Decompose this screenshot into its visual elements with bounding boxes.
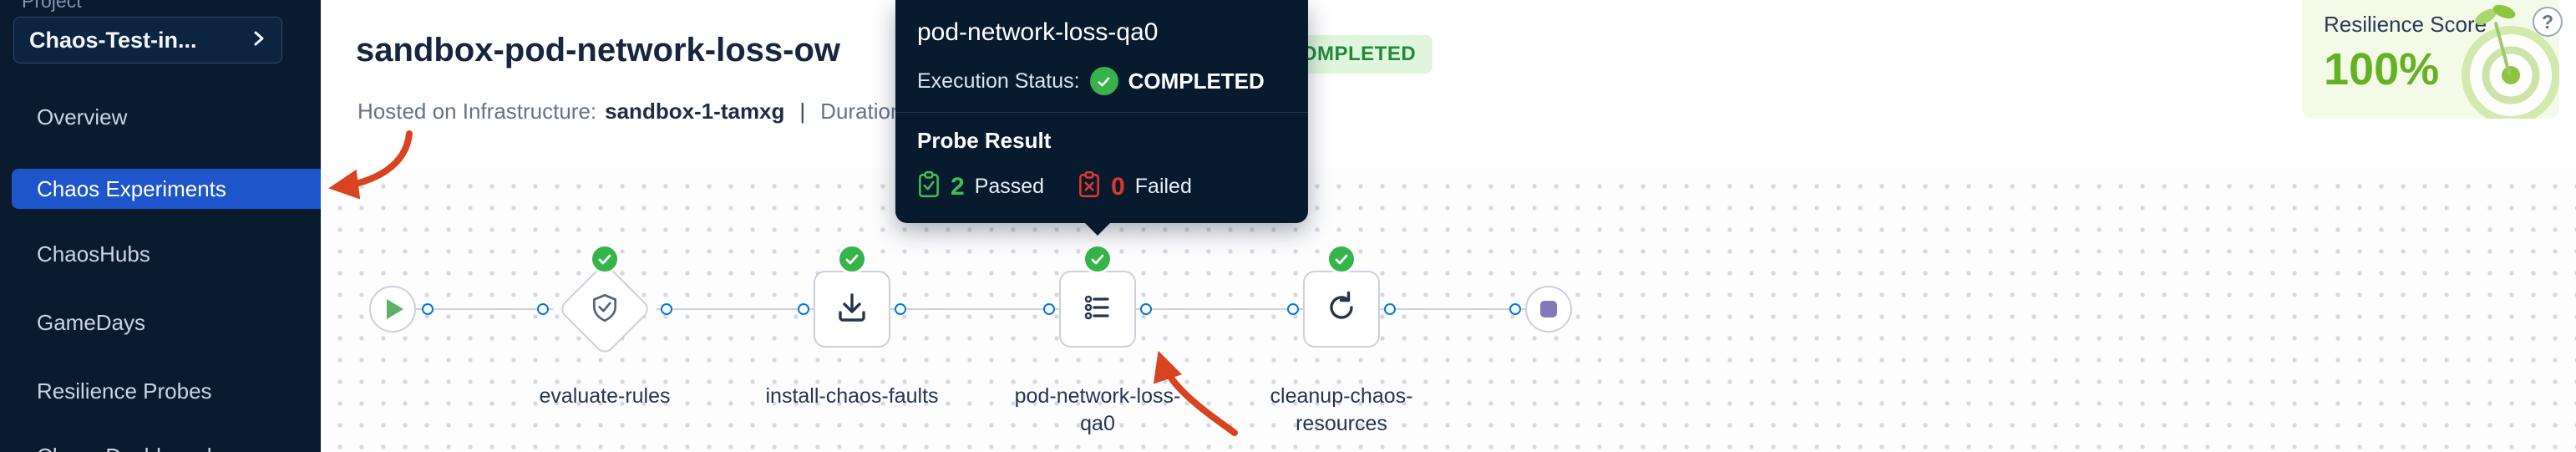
connector-port (422, 303, 434, 315)
chaos-fault-icon (1079, 289, 1116, 330)
tooltip-caret (1084, 222, 1111, 236)
check-circle-icon (1089, 67, 1118, 95)
probe-result-label: Probe Result (917, 128, 1052, 153)
sidebar-item-chaoshubs[interactable]: ChaosHubs (37, 241, 150, 267)
sidebar-item-gamedays[interactable]: GameDays (37, 310, 146, 335)
node-label: evaluate-rules (539, 384, 671, 408)
play-icon (387, 299, 403, 319)
question-icon: ? (2541, 10, 2554, 33)
connector-line (416, 308, 553, 310)
node-label: pod-network-loss-qa0 (1014, 384, 1181, 435)
retry-icon (1323, 289, 1360, 330)
node-evaluate-rules[interactable] (557, 262, 652, 357)
pipeline-end-node (1525, 286, 1572, 333)
clipboard-failed-icon (1078, 170, 1101, 203)
node-pod-network-loss-qa0[interactable] (1059, 271, 1136, 348)
project-section-label: Project (22, 0, 82, 12)
sidebar: Project Chaos-Test-in... Overview Chaos … (0, 0, 321, 452)
node-cleanup-chaos-resources[interactable] (1303, 271, 1380, 348)
sidebar-item-chaos-experiments[interactable]: Chaos Experiments (12, 169, 321, 209)
connector-line (657, 308, 814, 310)
infra-label: Hosted on Infrastructure: (357, 99, 597, 124)
infra-value: sandbox-1-tamxg (605, 99, 785, 124)
connector-port (1287, 303, 1299, 315)
resilience-score-card: Resilience Score 100% (2302, 0, 2559, 119)
pipeline-start-node (369, 286, 416, 333)
connector-line (890, 308, 1059, 310)
tooltip-divider (895, 112, 1308, 113)
chevron-right-icon (251, 28, 266, 53)
target-illustration (2437, 2, 2559, 119)
project-name: Chaos-Test-in... (29, 27, 197, 53)
execution-status-label: Execution Status: (917, 69, 1080, 93)
node-install-chaos-faults[interactable] (814, 271, 890, 348)
node-label: install-chaos-faults (765, 384, 939, 408)
help-button[interactable]: ? (2533, 7, 2563, 37)
success-badge-icon (837, 244, 867, 274)
connector-port (1384, 303, 1396, 315)
meta-separator: | (799, 99, 806, 124)
sidebar-item-resilience-probes[interactable]: Resilience Probes (37, 378, 212, 404)
page-title: sandbox-pod-network-loss-ow (356, 32, 840, 69)
connector-line (1136, 308, 1303, 310)
failed-count: 0 (1111, 172, 1125, 201)
connector-port (895, 303, 906, 315)
download-icon (834, 289, 870, 330)
tooltip-title: pod-network-loss-qa0 (917, 18, 1159, 46)
stop-icon (1540, 301, 1557, 317)
sidebar-item-chaos-dashboards[interactable]: Chaos Dashboards (0, 436, 321, 452)
connector-line (1380, 308, 1525, 310)
resilience-score-label: Resilience Score (2324, 12, 2487, 37)
connector-port (1509, 303, 1521, 315)
success-badge-icon (1083, 244, 1113, 274)
clipboard-passed-icon (917, 170, 941, 203)
connector-port (1140, 303, 1152, 315)
connector-port (1043, 303, 1055, 315)
duration-label: Duration: (820, 99, 909, 124)
shield-check-icon (589, 292, 621, 328)
project-selector[interactable]: Chaos-Test-in... (13, 17, 282, 63)
sidebar-item-overview[interactable]: Overview (37, 104, 128, 130)
passed-label: Passed (974, 175, 1045, 198)
connector-port (661, 303, 672, 315)
resilience-score-value: 100% (2324, 44, 2440, 94)
failed-label: Failed (1134, 175, 1192, 198)
connector-port (537, 303, 549, 315)
execution-status-value: COMPLETED (1128, 68, 1265, 94)
step-details-tooltip: pod-network-loss-qa0 Execution Status: C… (895, 0, 1308, 236)
success-badge-icon (590, 244, 620, 274)
success-badge-icon (1326, 244, 1356, 274)
connector-port (798, 303, 809, 315)
experiment-meta: Hosted on Infrastructure: sandbox-1-tamx… (357, 99, 909, 124)
node-label: cleanup-chaos-resources (1270, 384, 1413, 435)
passed-count: 2 (951, 172, 965, 201)
